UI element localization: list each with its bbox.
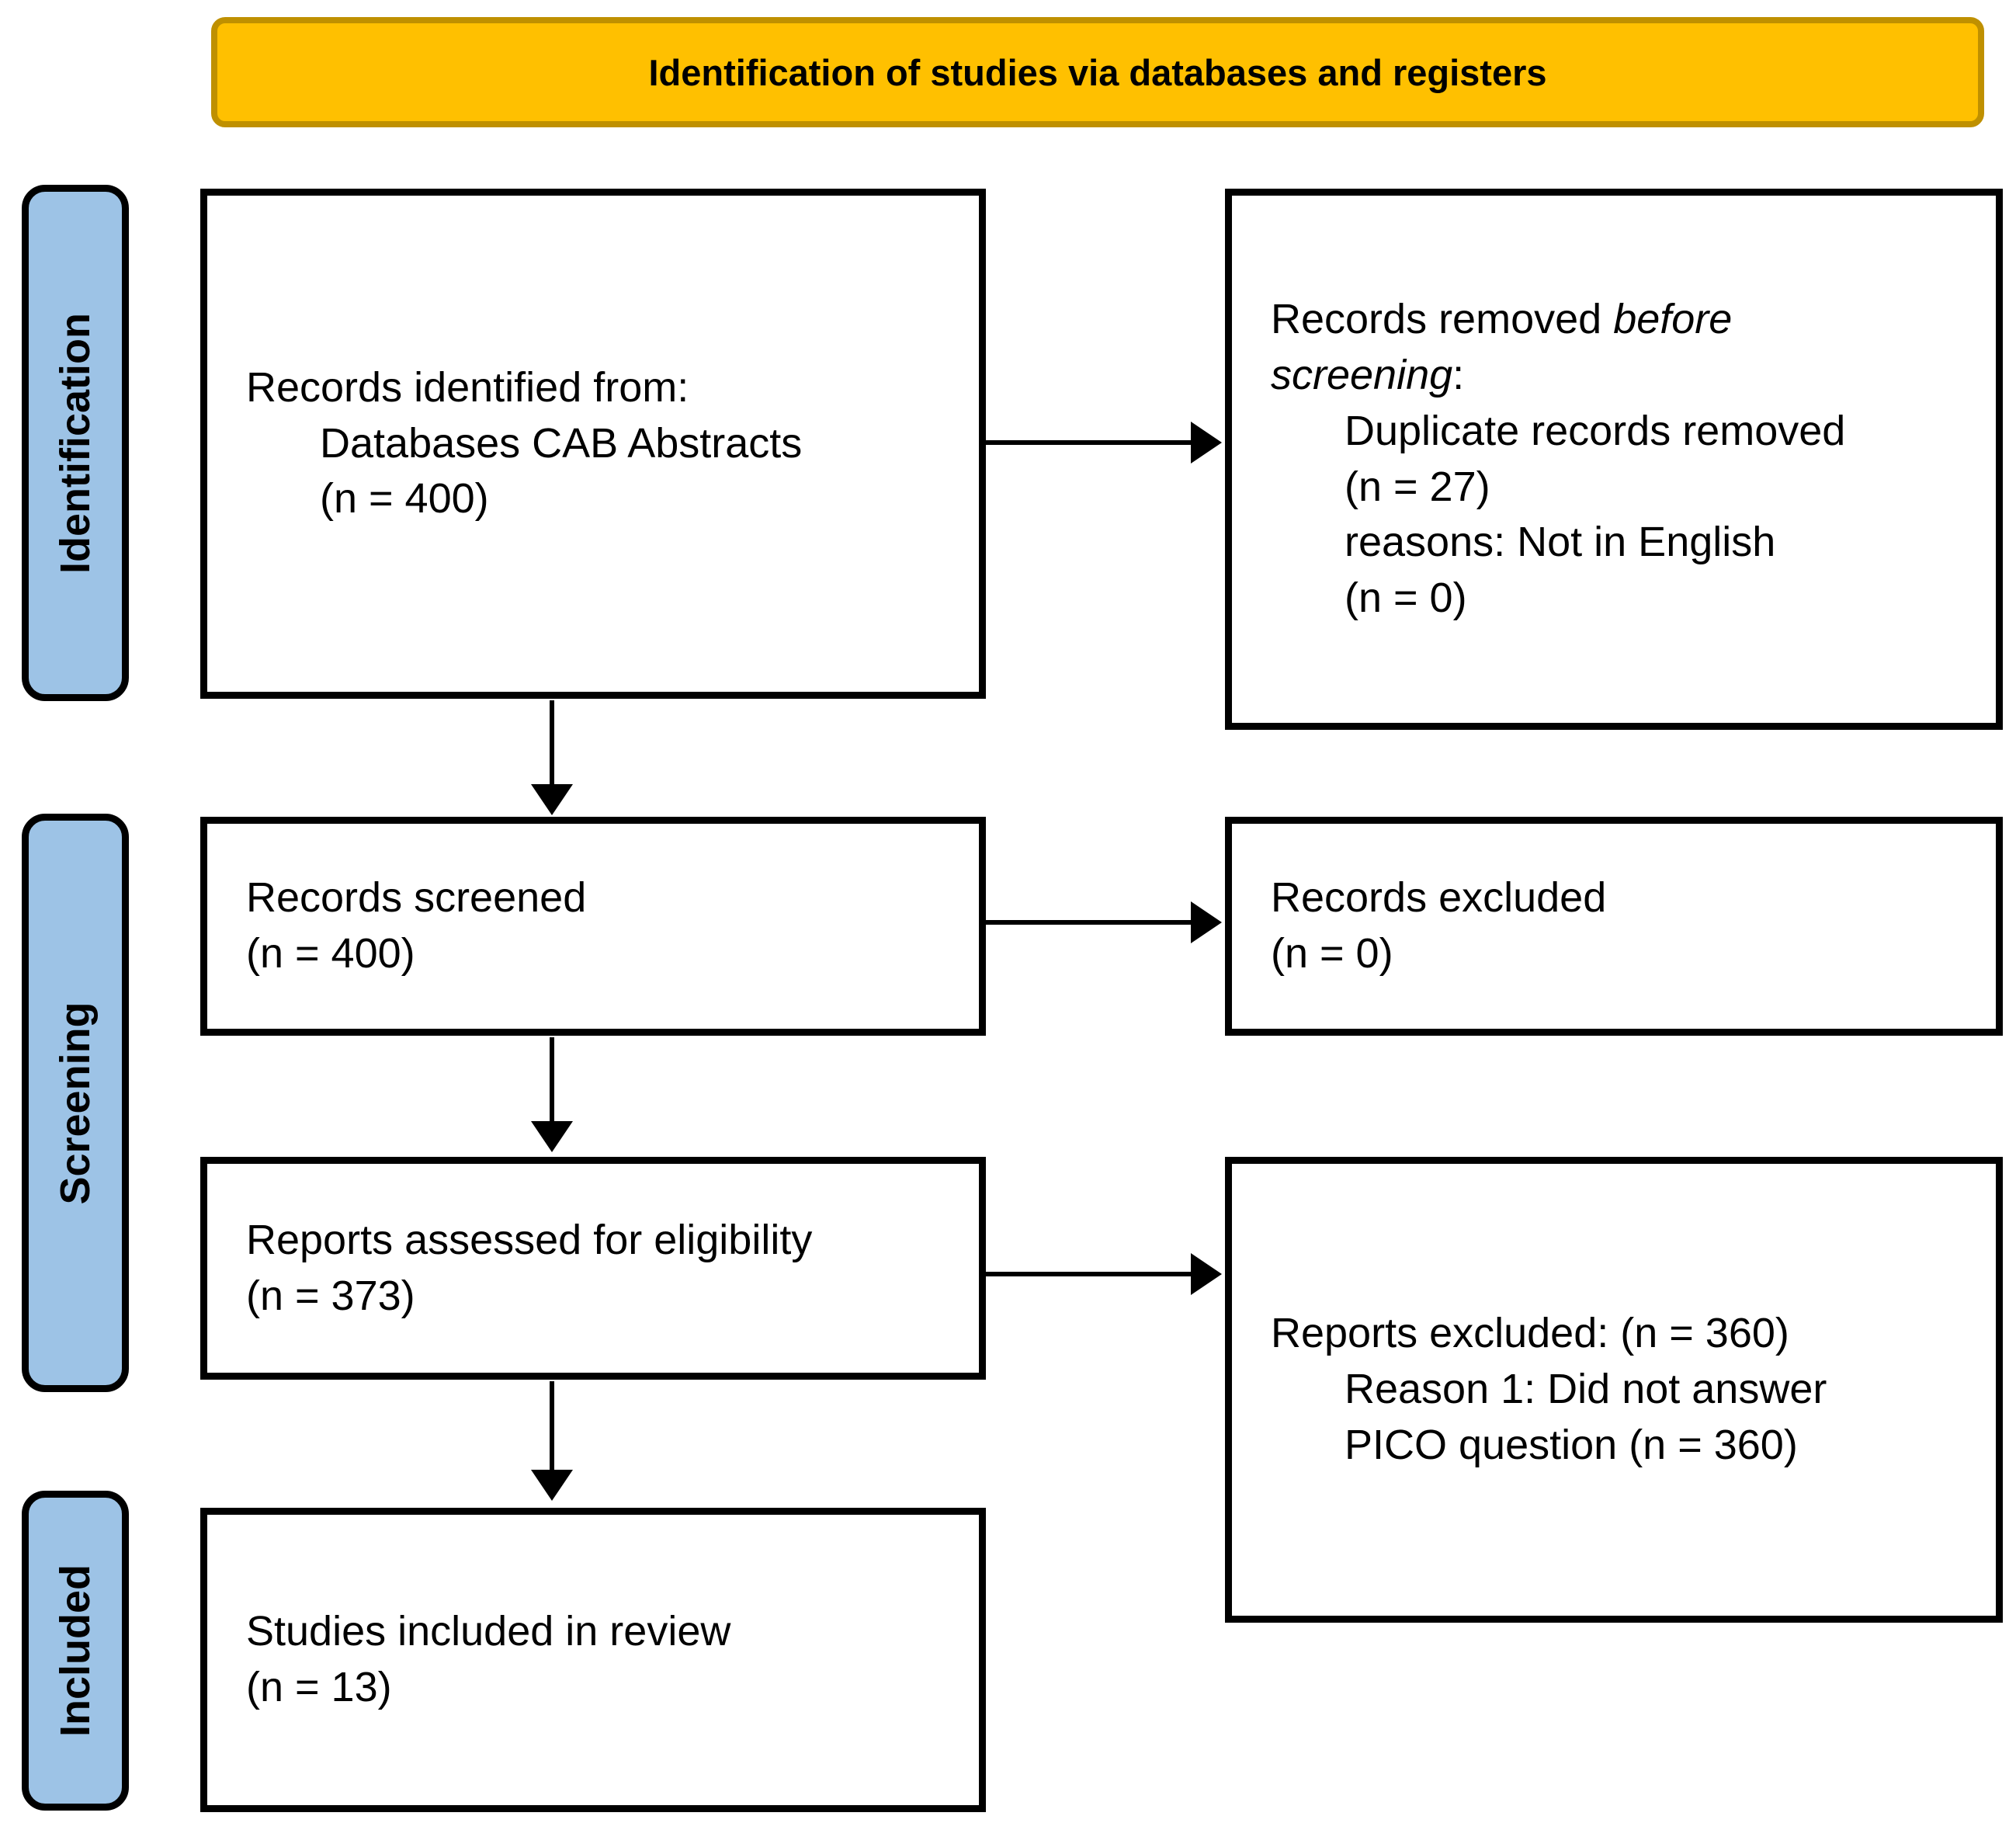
box-studies-included-count: (n = 13) — [246, 1664, 392, 1710]
box-records-identified-count: (n = 400) — [320, 475, 489, 523]
stage-label-screening-text: Screening — [52, 1001, 99, 1205]
stage-label-included-text: Included — [52, 1564, 99, 1738]
box-reports-assessed: Reports assessed for eligibility (n = 37… — [200, 1157, 986, 1380]
box-records-removed-duplicates-count: (n = 27) — [1345, 463, 1490, 510]
box-reports-excluded: Reports excluded: (n = 360) Reason 1: Di… — [1225, 1157, 2003, 1623]
box-records-removed-reasons-count: (n = 0) — [1345, 575, 1467, 622]
box-records-removed-before-screening: Records removed before screening: Duplic… — [1225, 189, 2003, 730]
box-records-excluded: Records excluded (n = 0) — [1225, 817, 2003, 1036]
box-records-identified: Records identified from: Databases CAB A… — [200, 189, 986, 699]
box-reports-excluded-reason1-count: PICO question (n = 360) — [1345, 1421, 1798, 1468]
box-reports-excluded-line1: Reports excluded: (n = 360) — [1271, 1310, 1789, 1357]
box-records-screened: Records screened (n = 400) — [200, 817, 986, 1036]
box-records-removed-reasons: reasons: Not in English — [1345, 519, 1776, 566]
box-records-excluded-line1: Records excluded — [1271, 874, 1607, 922]
box-records-identified-line2: Databases CAB Abstracts — [320, 419, 803, 467]
box-records-screened-count: (n = 400) — [246, 930, 415, 977]
box-records-removed-line1: Records removed before — [1271, 296, 1733, 343]
box-records-identified-line1: Records identified from: — [246, 363, 689, 411]
box-studies-included: Studies included in review (n = 13) — [200, 1508, 986, 1812]
box-reports-assessed-line1: Reports assessed for eligibility — [246, 1216, 813, 1263]
diagram-title-banner: Identification of studies via databases … — [211, 17, 1984, 127]
diagram-title: Identification of studies via databases … — [648, 51, 1547, 93]
stage-label-identification-text: Identification — [52, 312, 99, 574]
stage-label-screening: Screening — [22, 814, 129, 1392]
box-records-screened-line1: Records screened — [246, 874, 587, 922]
box-studies-included-line1: Studies included in review — [246, 1608, 731, 1655]
box-records-excluded-count: (n = 0) — [1271, 930, 1393, 977]
stage-label-included: Included — [22, 1491, 129, 1811]
box-records-removed-duplicates: Duplicate records removed — [1345, 407, 1846, 454]
box-reports-assessed-count: (n = 373) — [246, 1272, 415, 1319]
box-records-removed-line2: screening: — [1271, 351, 1465, 398]
box-reports-excluded-reason1: Reason 1: Did not answer — [1345, 1366, 1827, 1413]
stage-label-identification: Identification — [22, 185, 129, 701]
